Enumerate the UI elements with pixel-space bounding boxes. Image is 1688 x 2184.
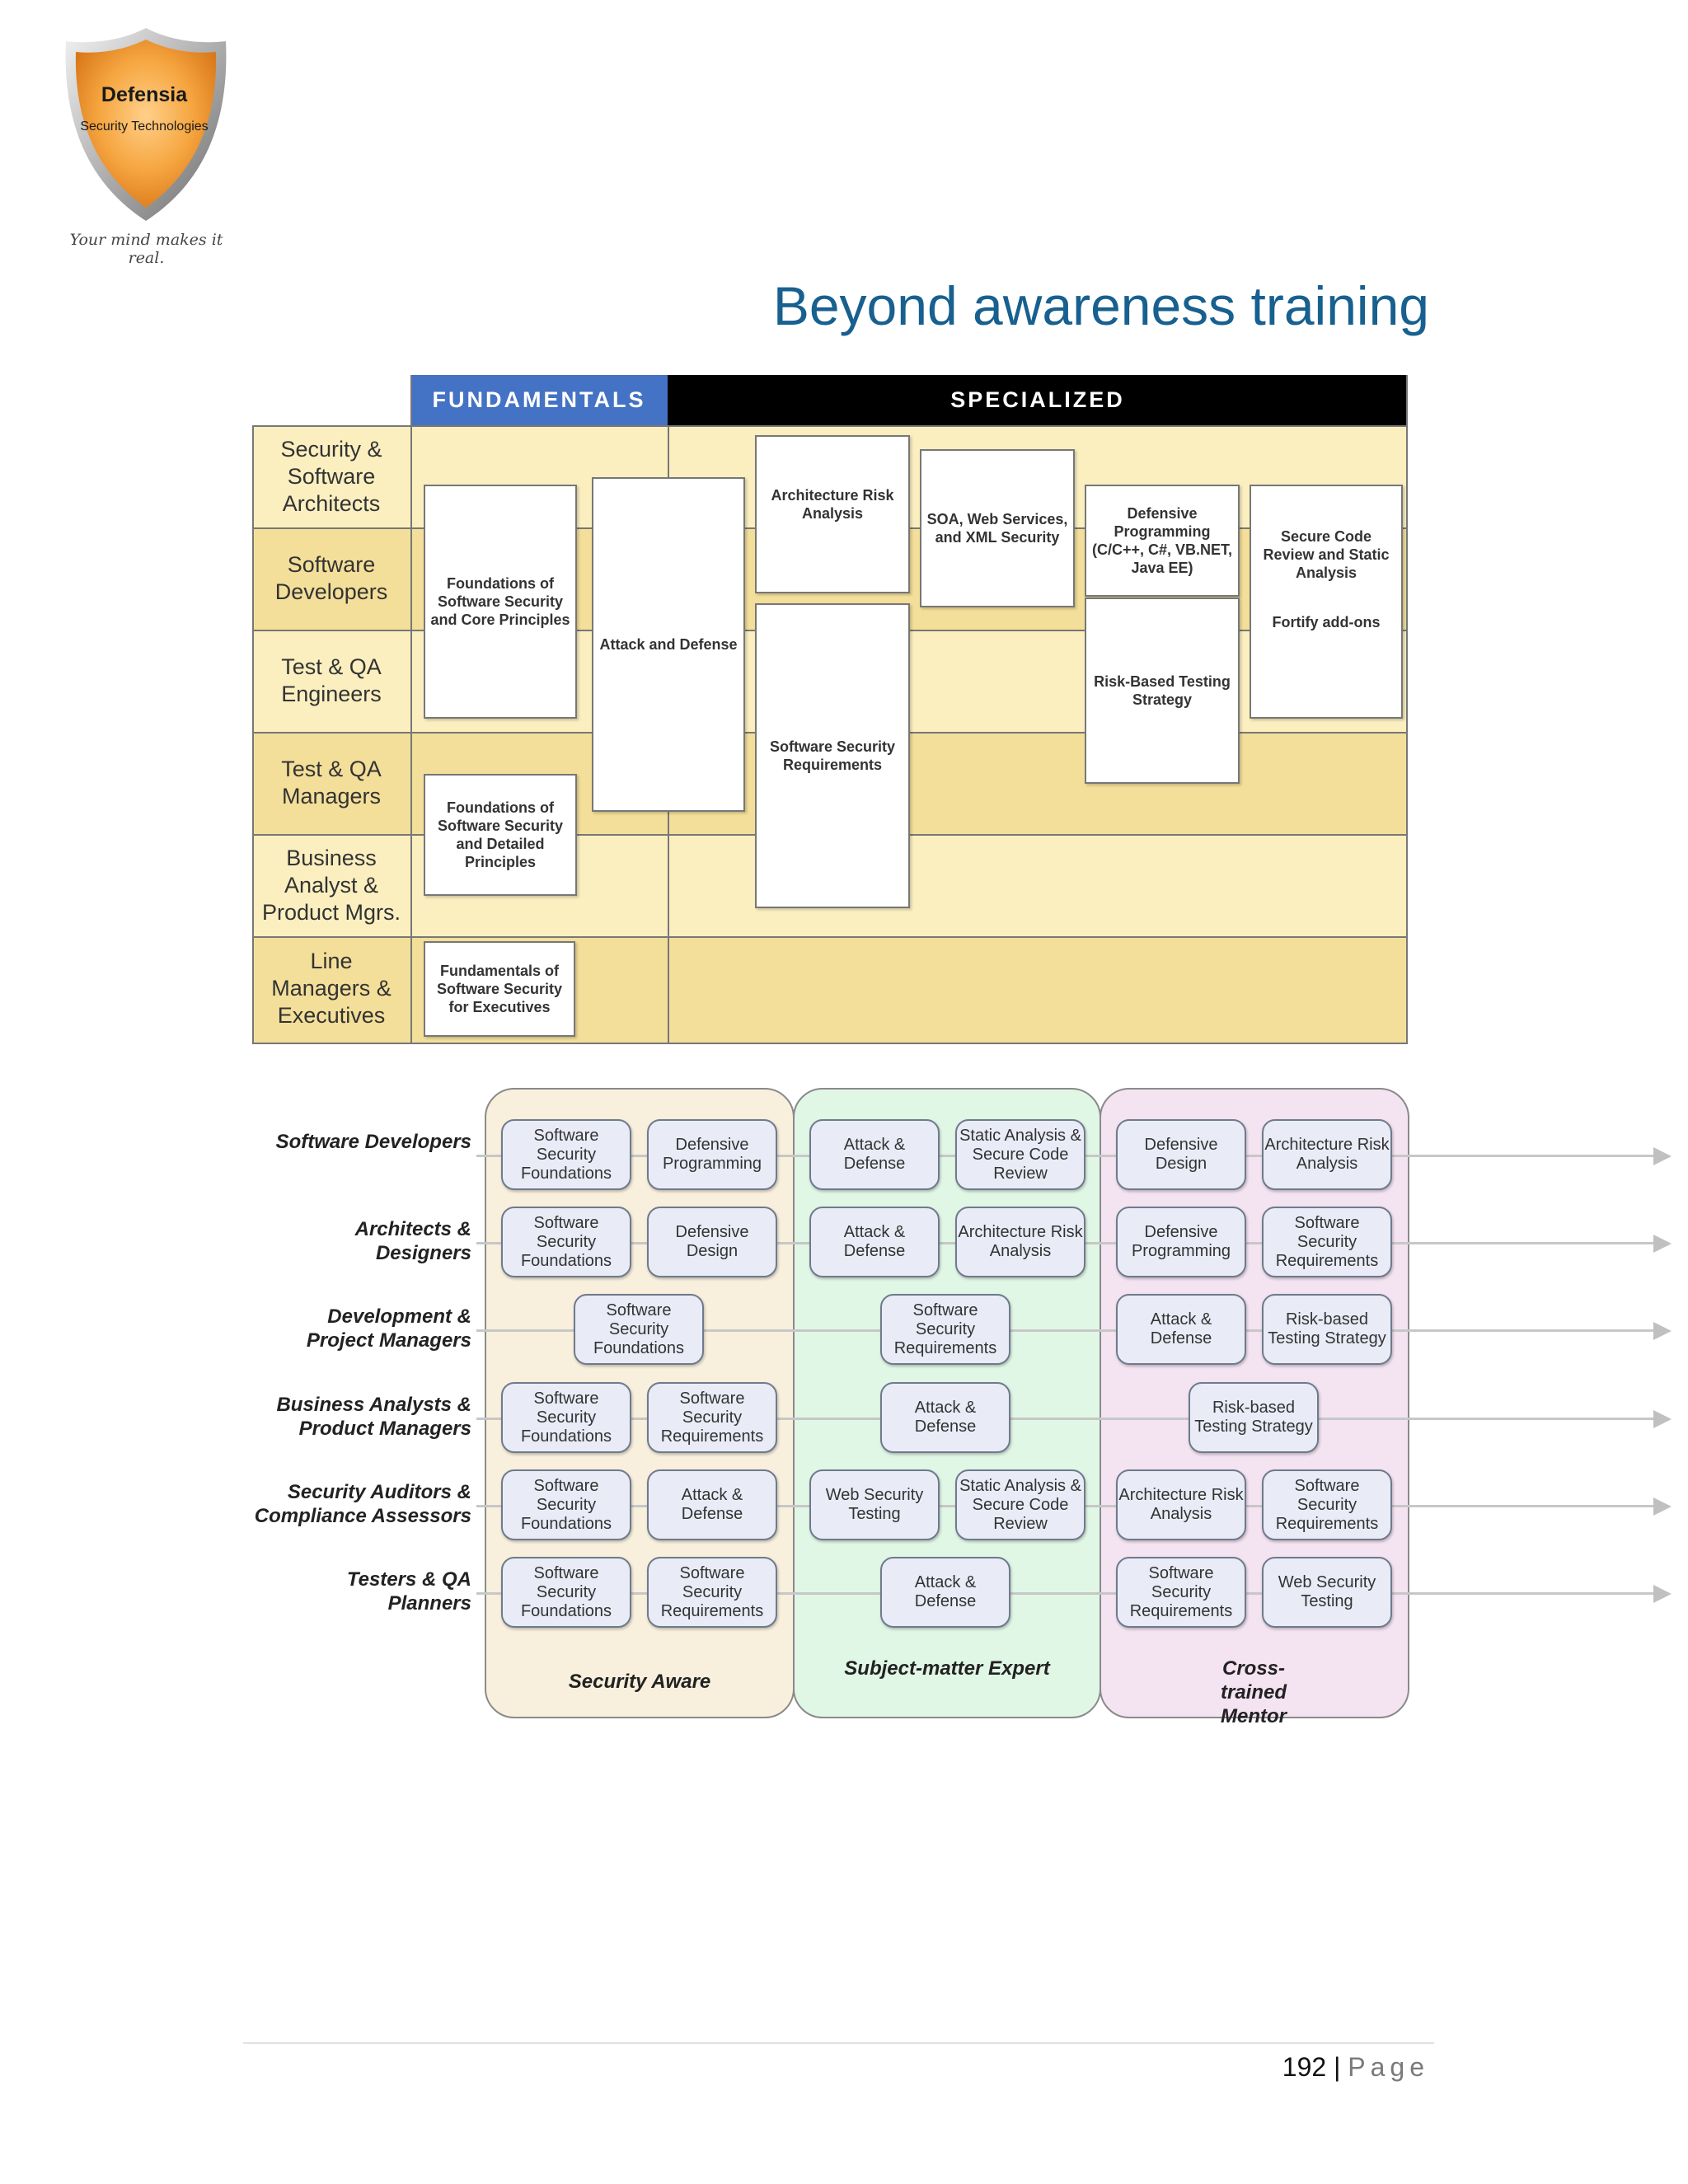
course-box: Attack & Defense xyxy=(809,1207,940,1277)
role-label: Testers & QA Planners xyxy=(346,1568,471,1615)
role-label: Software Developers xyxy=(275,1131,471,1153)
arrow-right-icon xyxy=(1653,1410,1672,1428)
course-box: Architecture Risk Analysis xyxy=(955,1207,1085,1277)
fortify-text: Fortify add-ons xyxy=(1272,614,1381,630)
course-box: Static Analysis & Secure Code Review xyxy=(955,1469,1085,1540)
course-box: Software Security Requirements xyxy=(1262,1207,1392,1277)
course-box: Architecture Risk Analysis xyxy=(1116,1469,1246,1540)
shield-icon xyxy=(65,28,227,221)
course-box: Web Security Testing xyxy=(1262,1557,1392,1628)
course-box: Attack & Defense xyxy=(880,1557,1010,1628)
arrow-right-icon xyxy=(1653,1147,1672,1165)
grid-line xyxy=(252,425,254,1043)
course-box: Defensive Programming xyxy=(647,1119,777,1190)
secure-code-text: Secure Code Review and Static Analysis xyxy=(1263,528,1390,581)
course-box: Attack & Defense xyxy=(880,1382,1010,1453)
logo-name: Defensia xyxy=(101,83,188,106)
course-attack-defense: Attack and Defense xyxy=(592,477,745,812)
page-number: 192 xyxy=(1282,2052,1327,2082)
row-label: Business Analyst & Product Mgrs. xyxy=(261,845,401,925)
course-defensive-programming: Defensive Programming (C/C++, C#, VB.NET… xyxy=(1085,485,1240,597)
page-title: Beyond awareness training xyxy=(772,275,1429,336)
row-line xyxy=(476,1592,1655,1595)
column-label: Subject-matter Expert xyxy=(844,1657,1050,1680)
proficiency-matrix: Software Developers Architects & Designe… xyxy=(246,1088,1672,1727)
column-label: Security Aware xyxy=(568,1671,711,1693)
course-risk-testing: Risk-Based Testing Strategy xyxy=(1085,598,1240,784)
course-box: Software Security Requirements xyxy=(1262,1469,1392,1540)
course-box: Risk-based Testing Strategy xyxy=(1189,1382,1319,1453)
course-box: Web Security Testing xyxy=(809,1469,940,1540)
logo-tagline: Your mind makes it real. xyxy=(69,231,223,267)
course-soa-web: SOA, Web Services, and XML Security xyxy=(920,449,1075,607)
course-box: Attack & Defense xyxy=(809,1119,940,1190)
specialized-header: SPECIALIZED xyxy=(668,375,1408,425)
row-line xyxy=(476,1329,1655,1332)
course-fundamentals-executives: Fundamentals of Software Security for Ex… xyxy=(424,941,575,1037)
role-label: Development & Project Managers xyxy=(306,1305,471,1352)
arrow-right-icon xyxy=(1653,1585,1672,1603)
role-label: Security Auditors & Compliance Assessors xyxy=(254,1481,471,1527)
course-box: Software Security Foundations xyxy=(501,1382,631,1453)
course-box: Defensive Design xyxy=(1116,1119,1246,1190)
course-box: Defensive Programming xyxy=(1116,1207,1246,1277)
role-label: Business Analysts & Product Managers xyxy=(276,1394,471,1440)
row-label: Line Managers & Executives xyxy=(271,949,392,1028)
row-label: Test & QA Managers xyxy=(281,757,382,808)
row-line xyxy=(476,1418,1655,1420)
page-word: Page xyxy=(1348,2052,1429,2082)
column-label: Cross-trained Mentor xyxy=(1220,1657,1287,1727)
course-box: Software Security Requirements xyxy=(1116,1557,1246,1628)
grid-line xyxy=(410,375,412,1043)
course-foundations-detailed: Foundations of Software Security and Det… xyxy=(424,774,577,896)
company-logo: Defensia Security Technologies Your mind… xyxy=(58,23,247,267)
course-box: Attack & Defense xyxy=(1116,1294,1246,1365)
grid-line xyxy=(1406,375,1408,1043)
course-box: Defensive Design xyxy=(647,1207,777,1277)
course-box: Risk-based Testing Strategy xyxy=(1262,1294,1392,1365)
footer-separator: | xyxy=(1334,2052,1341,2082)
course-box: Software Security Requirements xyxy=(880,1294,1010,1365)
course-box: Software Security Foundations xyxy=(501,1207,631,1277)
course-architecture-risk: Architecture Risk Analysis xyxy=(755,435,910,593)
curriculum-matrix: FUNDAMENTALS SPECIALIZED Security & Soft… xyxy=(252,375,1408,1044)
course-box: Attack & Defense xyxy=(647,1469,777,1540)
course-box: Software Security Requirements xyxy=(647,1382,777,1453)
course-box: Software Security Requirements xyxy=(647,1557,777,1628)
course-box: Software Security Foundations xyxy=(574,1294,704,1365)
arrow-right-icon xyxy=(1653,1322,1672,1340)
course-box: Software Security Foundations xyxy=(501,1119,631,1190)
course-box: Architecture Risk Analysis xyxy=(1262,1119,1392,1190)
footer-divider xyxy=(243,2042,1434,2044)
course-box: Software Security Foundations xyxy=(501,1469,631,1540)
fundamentals-header: FUNDAMENTALS xyxy=(410,375,668,425)
course-secure-code-review: Secure Code Review and Static Analysis F… xyxy=(1250,485,1403,719)
role-label: Architects & Designers xyxy=(354,1218,471,1264)
course-box: Static Analysis & Secure Code Review xyxy=(955,1119,1085,1190)
arrow-right-icon xyxy=(1653,1235,1672,1253)
course-box: Software Security Foundations xyxy=(501,1557,631,1628)
row-label: Software Developers xyxy=(274,552,388,604)
row-label: Security & Software Architects xyxy=(280,436,382,516)
course-sw-security-requirements: Software Security Requirements xyxy=(755,603,910,908)
logo-subtitle: Security Technologies xyxy=(80,120,209,134)
page-footer: 192 | Page xyxy=(0,2042,1429,2092)
row-label: Test & QA Engineers xyxy=(281,654,382,706)
arrow-right-icon xyxy=(1653,1497,1672,1516)
course-foundations-core: Foundations of Software Security and Cor… xyxy=(424,485,577,719)
